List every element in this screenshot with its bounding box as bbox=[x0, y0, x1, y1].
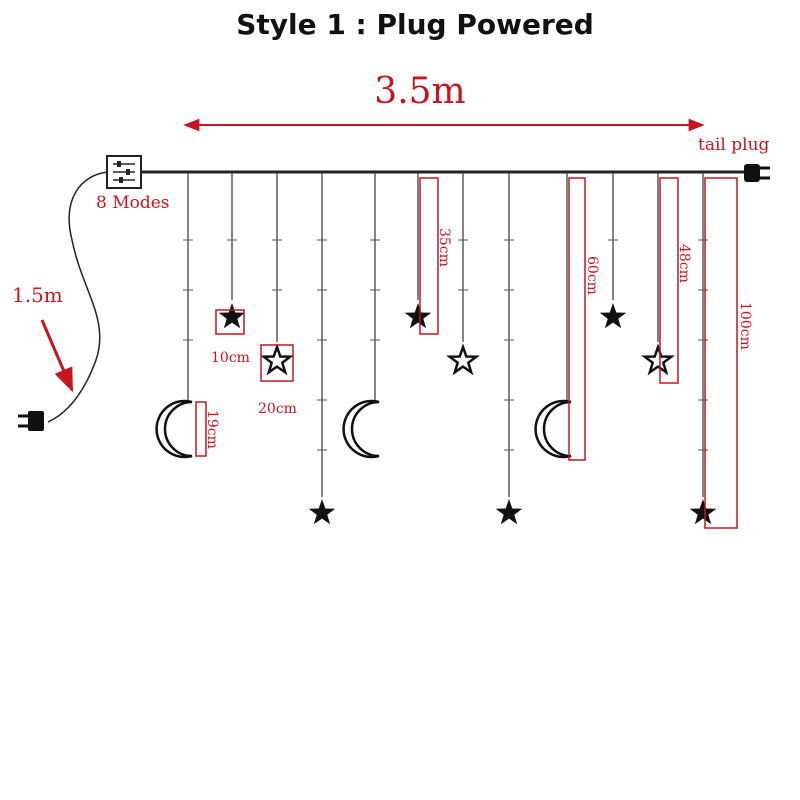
controller-label: 8 Modes bbox=[96, 193, 170, 213]
strand-4 bbox=[308, 172, 336, 525]
star-outline-icon bbox=[643, 345, 673, 374]
star-filled-icon bbox=[689, 499, 717, 525]
drop-48-label: 48cm bbox=[676, 244, 692, 283]
star-large-bracket bbox=[260, 344, 294, 382]
strand-9 bbox=[534, 172, 572, 459]
tail-plug-icon bbox=[744, 164, 770, 182]
dimension-brackets bbox=[195, 177, 738, 529]
drop-35-label: 35cm bbox=[436, 228, 452, 267]
strand-8 bbox=[495, 172, 523, 525]
drop-60-bracket bbox=[568, 177, 586, 461]
star-large-size-label: 20cm bbox=[258, 401, 297, 417]
strand-2 bbox=[218, 172, 246, 329]
drop-60-label: 60cm bbox=[584, 256, 600, 295]
controller-icon bbox=[106, 155, 142, 189]
star-small-bracket bbox=[215, 309, 245, 335]
strand-5 bbox=[342, 172, 380, 459]
power-cable bbox=[47, 171, 109, 423]
star-outline-icon bbox=[262, 345, 292, 374]
drop-100-bracket bbox=[704, 177, 738, 529]
width-label: 3.5m bbox=[374, 71, 465, 112]
strand-3 bbox=[262, 172, 292, 374]
strand-12 bbox=[689, 172, 717, 525]
moon-icon bbox=[155, 399, 193, 459]
cable-length-arrow bbox=[40, 319, 74, 393]
star-filled-icon bbox=[218, 303, 246, 329]
strand-11 bbox=[643, 172, 673, 374]
moon-size-label: 19cm bbox=[204, 410, 220, 449]
star-small-size-label: 10cm bbox=[211, 350, 250, 366]
cable-length-label: 1.5m bbox=[12, 283, 63, 307]
strand-6 bbox=[404, 172, 432, 329]
moon-bracket bbox=[195, 401, 207, 457]
drop-48-bracket bbox=[659, 177, 679, 384]
moon-icon bbox=[534, 399, 572, 459]
strand-10 bbox=[599, 172, 627, 329]
strand-1 bbox=[155, 172, 193, 459]
drop-35-bracket bbox=[419, 177, 439, 335]
diagram-title: Style 1 : Plug Powered bbox=[236, 8, 594, 41]
star-filled-icon bbox=[599, 303, 627, 329]
moon-icon bbox=[342, 399, 380, 459]
tail-plug-label: tail plug bbox=[698, 135, 770, 155]
strand-ticks bbox=[183, 239, 708, 451]
strand-7 bbox=[448, 172, 478, 374]
star-filled-icon bbox=[308, 499, 336, 525]
drop-100-label: 100cm bbox=[737, 302, 753, 350]
star-filled-icon bbox=[404, 303, 432, 329]
power-plug-icon bbox=[18, 411, 44, 431]
star-filled-icon bbox=[495, 499, 523, 525]
star-outline-icon bbox=[448, 345, 478, 374]
